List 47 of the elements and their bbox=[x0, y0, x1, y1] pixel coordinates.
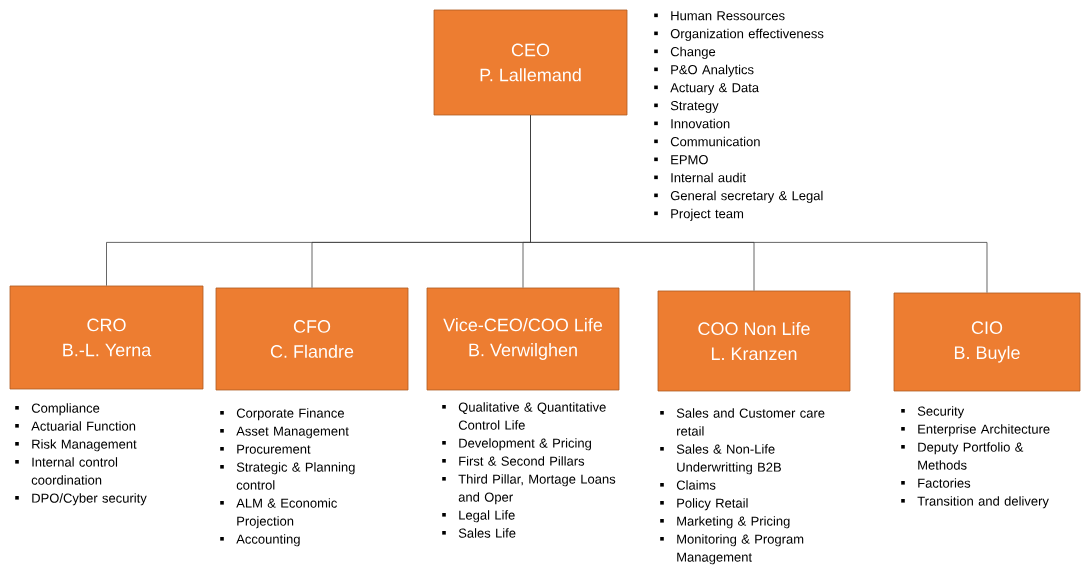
bullet-item: Transition and delivery bbox=[901, 496, 1049, 509]
bullet-item: Procurement bbox=[220, 444, 311, 454]
role-box: CRO B.-L. Yerna bbox=[9, 285, 204, 390]
bullet-item: Internal control coordination bbox=[15, 457, 118, 485]
bullet-item: Communication bbox=[654, 136, 760, 147]
bullet-item: Legal Life bbox=[442, 510, 515, 523]
bullet-item: Actuarial Function bbox=[15, 421, 136, 431]
bullet-item: Innovation bbox=[654, 118, 730, 129]
bullet-item: Actuary & Data bbox=[654, 83, 760, 95]
role-box: Vice-CEO/COO Life B. Verwilghen bbox=[426, 287, 620, 391]
bullet-item: Sales & Non-Life Underwritting B2B bbox=[660, 444, 781, 475]
bullet-item: P&O Analytics bbox=[654, 64, 754, 77]
bullet-item: Third Pillar, Mortage Loans and Oper bbox=[442, 474, 616, 505]
bullet-item: Sales Life bbox=[442, 528, 516, 538]
bullet-item: Strategy bbox=[654, 101, 719, 113]
bullet-item: Strategic & Planning control bbox=[220, 462, 355, 490]
bullet-item: Factories bbox=[901, 478, 971, 488]
role-box: CFO C. Flandre bbox=[215, 287, 409, 391]
bullet-item: Qualitative & Quantitative Control Life bbox=[442, 402, 606, 430]
bullet-item: First & Second Pillars bbox=[442, 456, 585, 466]
bullet-item: Asset Management bbox=[220, 426, 349, 439]
bullet-item: Policy Retail bbox=[660, 498, 748, 511]
bullet-item: DPO/Cyber security bbox=[15, 493, 147, 506]
connector-line bbox=[530, 115, 988, 293]
bullet-item: Sales and Customer care retail bbox=[660, 408, 825, 436]
bullet-item: Deputy Portfolio & Methods bbox=[901, 442, 1024, 470]
bullet-item: Development & Pricing bbox=[442, 438, 591, 451]
bullet-item: Compliance bbox=[15, 403, 100, 416]
bullet-item: Change bbox=[654, 46, 716, 59]
bullet-item: Marketing & Pricing bbox=[660, 516, 790, 529]
bullet-item: Accounting bbox=[220, 534, 300, 547]
bullet-item: General secretary & Legal bbox=[654, 190, 823, 203]
bullet-item: Organization effectiveness bbox=[654, 28, 824, 41]
role-box: CIO B. Buyle bbox=[893, 292, 1081, 392]
bullet-item: Internal audit bbox=[654, 172, 746, 183]
bullet-item: ALM & Economic Projection bbox=[220, 498, 337, 529]
role-box: COO Non Life L. Kranzen bbox=[657, 290, 851, 392]
bullet-item: Project team bbox=[654, 208, 744, 221]
bullet-item: Monitoring & Program Management bbox=[660, 534, 804, 565]
bullet-item: EPMO bbox=[654, 155, 708, 165]
bullet-item: Human Ressources bbox=[654, 11, 785, 21]
bullet-item: Corporate Finance bbox=[220, 408, 344, 421]
bullet-item: Claims bbox=[660, 480, 716, 490]
bullet-item: Security bbox=[901, 406, 965, 419]
role-box: CEO P. Lallemand bbox=[433, 9, 628, 116]
bullet-item: Enterprise Architecture bbox=[901, 424, 1050, 437]
bullet-item: Risk Management bbox=[15, 439, 137, 452]
